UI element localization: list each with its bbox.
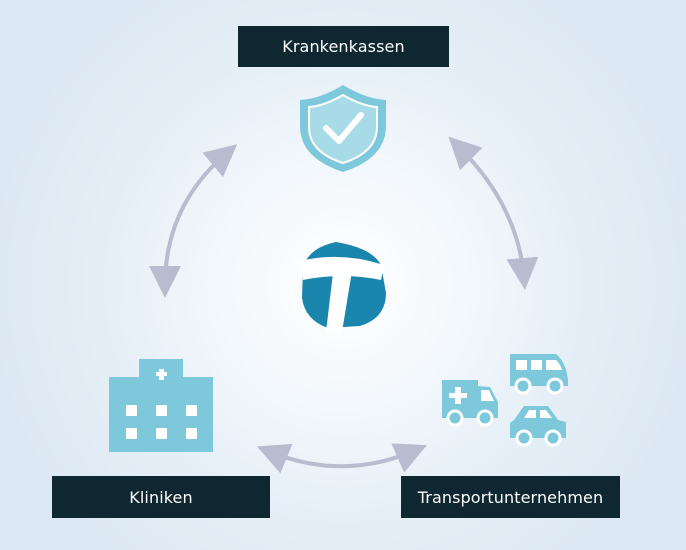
label-transportunternehmen: Transportunternehmen xyxy=(401,476,620,518)
label-kliniken-text: Kliniken xyxy=(129,487,193,507)
shield-check-icon xyxy=(300,85,386,172)
arrow-bottom xyxy=(256,443,427,474)
vehicles-icon xyxy=(442,354,568,447)
label-krankenkassen-text: Krankenkassen xyxy=(282,37,405,56)
arrow-top-right xyxy=(448,136,539,290)
van-icon xyxy=(510,354,568,395)
label-krankenkassen: Krankenkassen xyxy=(238,26,449,67)
ambulance-icon xyxy=(442,380,498,427)
arrow-top-left xyxy=(149,144,238,298)
label-transportunternehmen-text: Transportunternehmen xyxy=(417,487,604,507)
logo-t-icon xyxy=(300,242,386,332)
label-kliniken: Kliniken xyxy=(52,476,270,518)
car-icon xyxy=(510,406,566,447)
hospital-icon xyxy=(109,359,213,452)
